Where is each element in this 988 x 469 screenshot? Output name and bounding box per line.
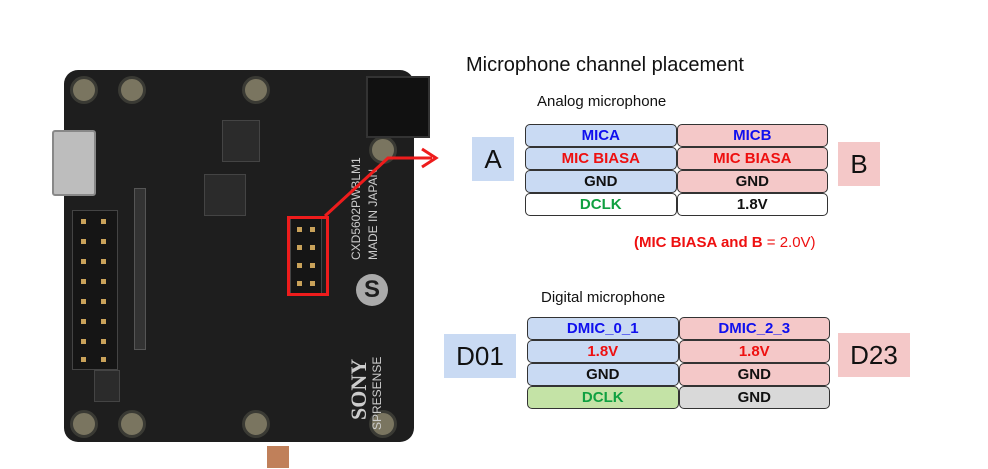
pin-cell: GND — [525, 170, 677, 193]
pin-cell: GND — [678, 363, 830, 386]
bias-voltage-note: (MIC BIASA and B = 2.0V) — [634, 234, 816, 251]
pin-cell: MICA — [525, 124, 677, 147]
mounting-hole — [242, 410, 270, 438]
pin-header-cn9 — [72, 210, 118, 370]
note-rest: = 2.0V) — [762, 234, 816, 251]
sony-s-logo: S — [356, 274, 388, 306]
audio-jack — [366, 76, 430, 138]
pin-cell: 1.8V — [678, 340, 830, 363]
pin-cell: DMIC_0_1 — [527, 317, 679, 340]
page-title: Microphone channel placement — [466, 54, 744, 76]
analog-heading: Analog microphone — [537, 93, 667, 110]
channel-b-label: B — [838, 142, 880, 186]
pin-cell: GND — [527, 363, 679, 386]
board-to-board-connector-cn3 — [134, 188, 146, 350]
pin-cell: GND — [676, 170, 828, 193]
pin-cell: DCLK — [525, 193, 677, 216]
mounting-hole — [369, 410, 397, 438]
mounting-hole — [70, 76, 98, 104]
pin-cell: MICB — [676, 124, 828, 147]
mounting-hole — [118, 410, 146, 438]
note-bold: (MIC BIASA and B — [634, 234, 763, 251]
pin-cell: DCLK — [527, 386, 679, 409]
channel-d01-label: D01 — [444, 334, 516, 378]
ic-chip — [204, 174, 246, 216]
pin-cell: MIC BIASA — [676, 147, 828, 170]
mounting-hole — [118, 76, 146, 104]
pin-cell: MIC BIASA — [525, 147, 677, 170]
mounting-hole — [70, 410, 98, 438]
digital-heading: Digital microphone — [541, 289, 666, 306]
pin-cell: DMIC_2_3 — [678, 317, 830, 340]
mic-header-cn6 — [290, 218, 322, 294]
pin-cell: 1.8V — [527, 340, 679, 363]
spresense-board-image: S CXD5602PWBLM1 MADE IN JAPAN SONY SPRES… — [52, 70, 430, 468]
pin-cell: 1.8V — [676, 193, 828, 216]
usb-connector — [52, 130, 96, 196]
ic-chip — [222, 120, 260, 162]
channel-a-label: A — [472, 137, 514, 181]
mic-pad — [267, 446, 289, 468]
pin-cell: GND — [678, 386, 830, 409]
channel-d23-label: D23 — [838, 333, 910, 377]
mounting-hole — [242, 76, 270, 104]
reset-button — [94, 370, 120, 402]
mic-header-highlight — [287, 216, 329, 296]
